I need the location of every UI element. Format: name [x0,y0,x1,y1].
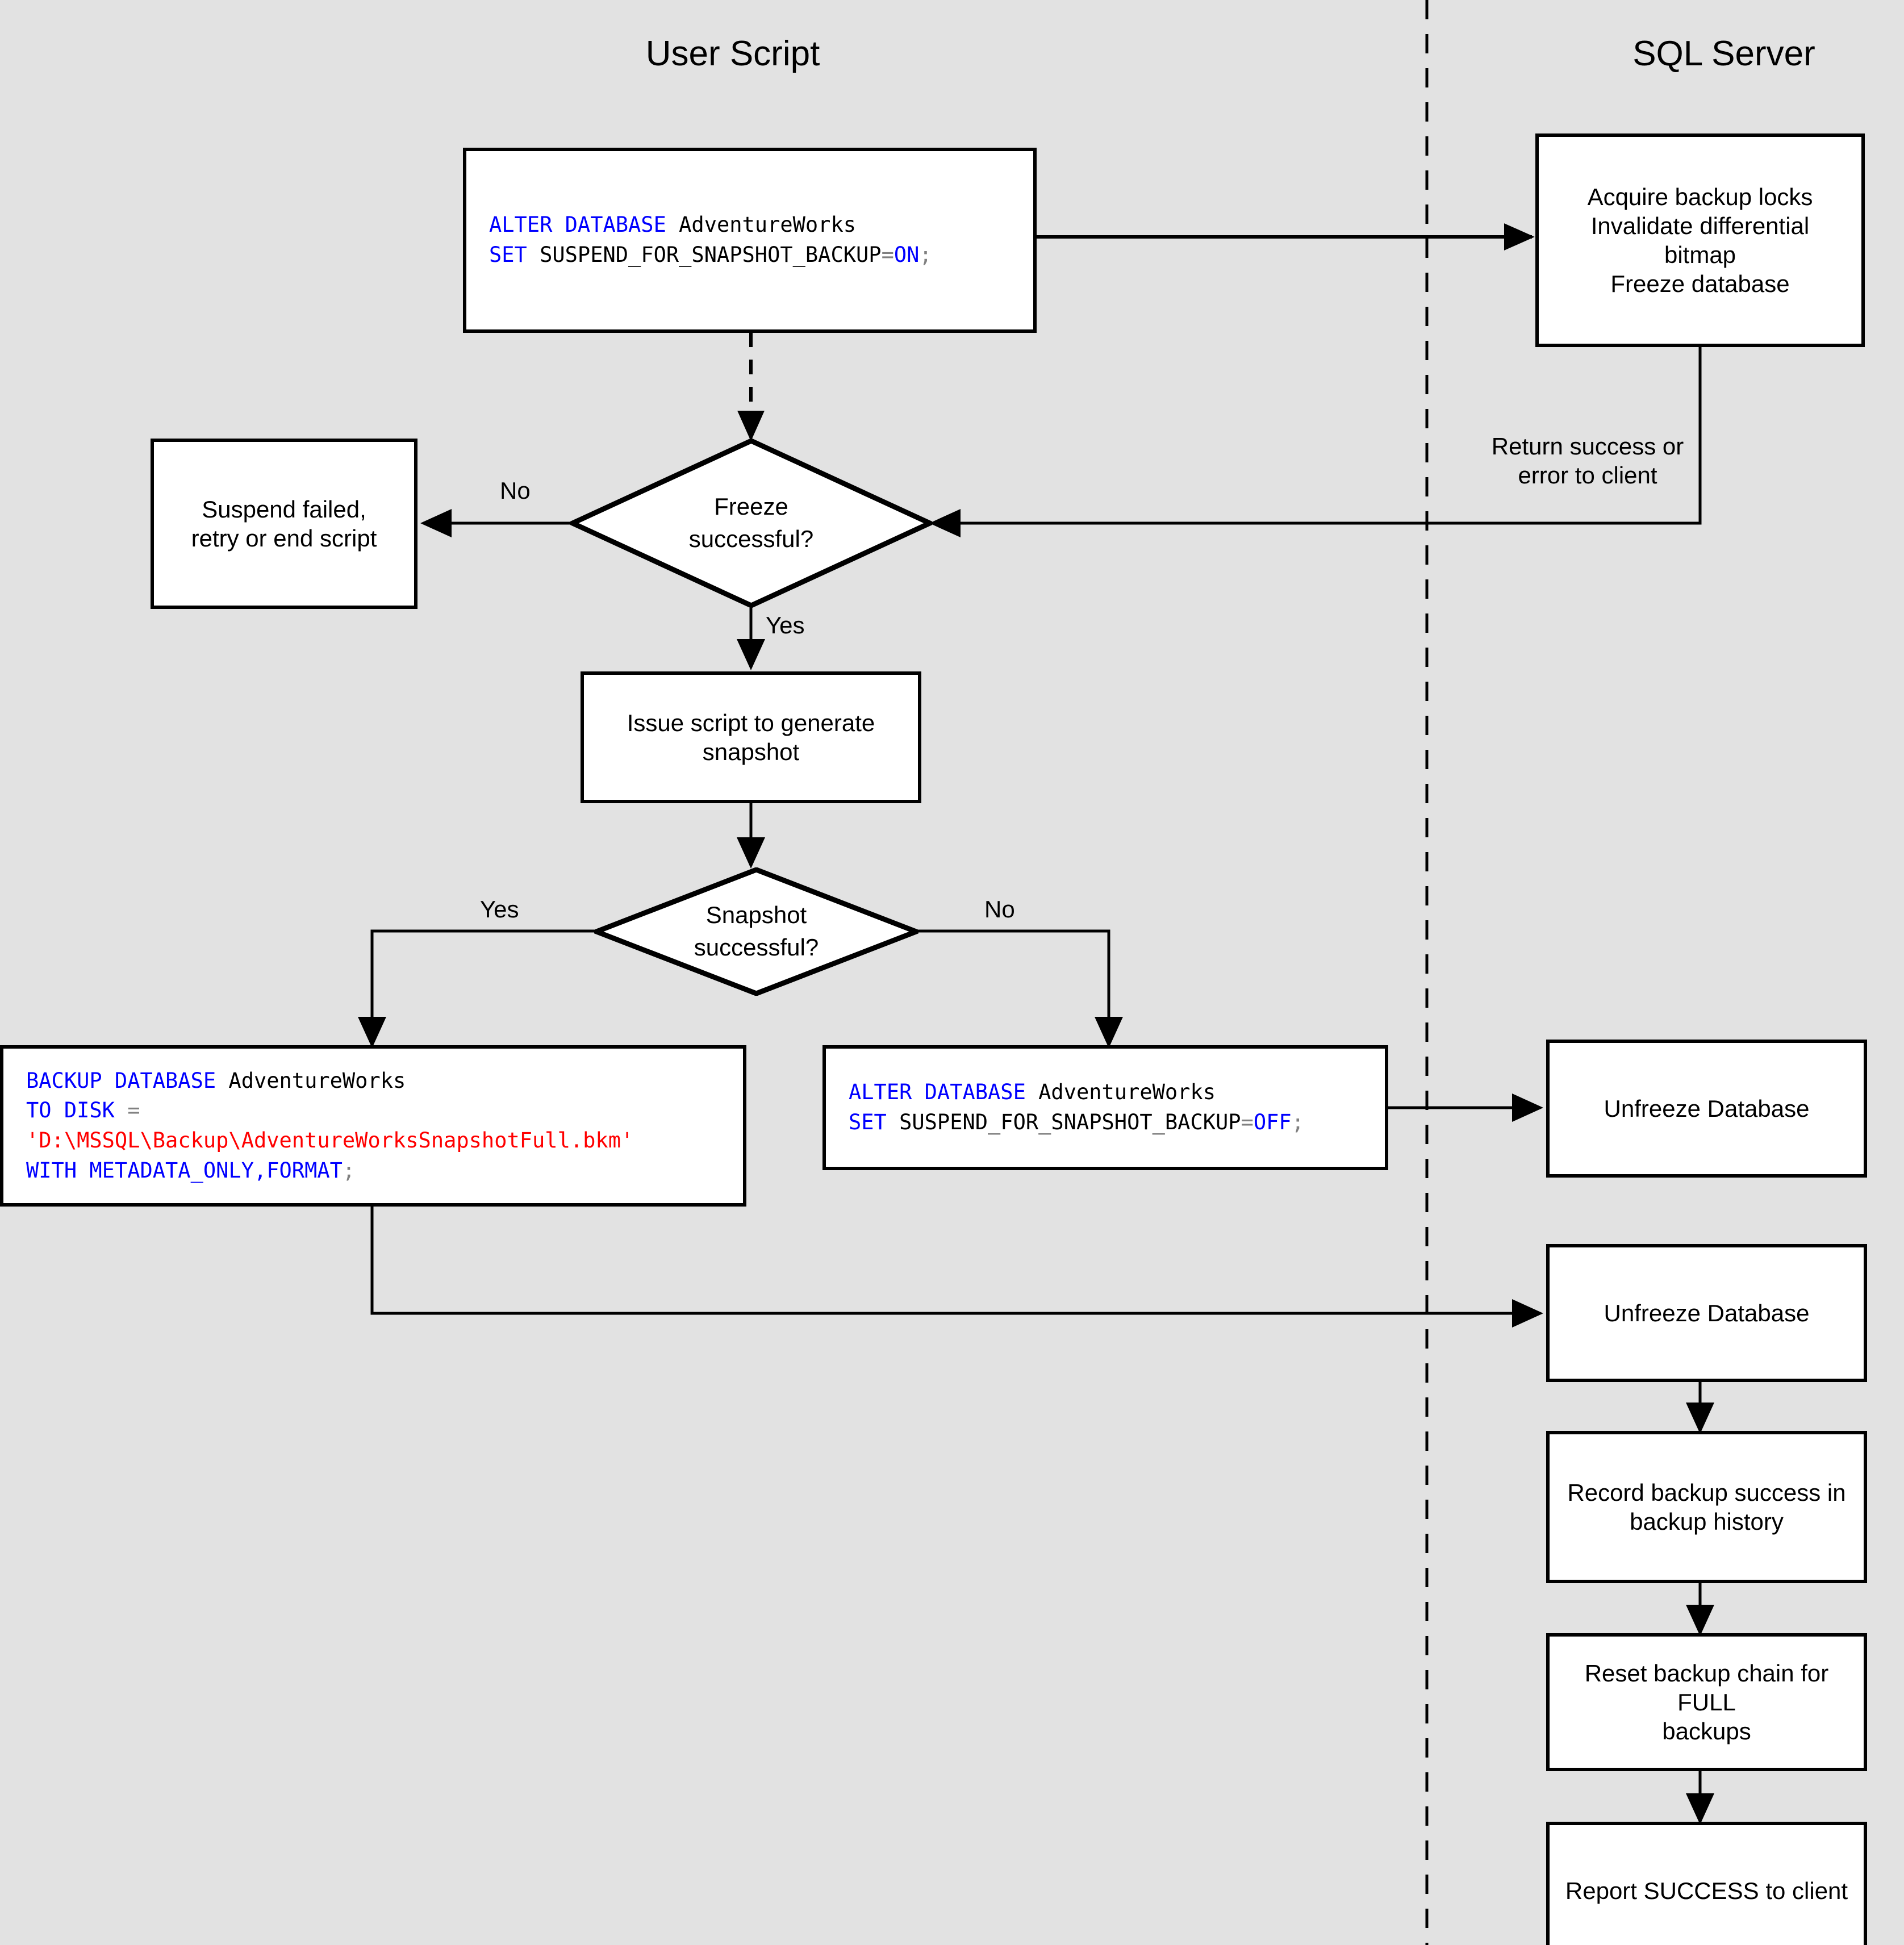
sql-identifier: AdventureWorks [679,212,857,237]
sql-punctuation: ; [1291,1110,1304,1134]
node-label: Acquire backup locks Invalidate differen… [1587,183,1813,298]
sql-punctuation: = [1241,1110,1254,1134]
node-backup-database[interactable]: BACKUP DATABASE AdventureWorks TO DISK =… [0,1045,746,1207]
node-acquire-backup-locks[interactable]: Acquire backup locks Invalidate differen… [1535,133,1865,347]
node-label: Freeze successful? [688,493,814,552]
node-suspend-failed[interactable]: Suspend failed, retry or end script [151,439,417,609]
edge-label-snapshot-yes: Yes [480,896,519,923]
sql-keyword: WITH METADATA_ONLY,FORMAT [26,1158,343,1183]
node-label: Snapshot successful? [694,901,819,961]
edge-backup-database-to-unfreeze-2 [370,1207,1543,1328]
lane-title-sql-server: SQL Server [1632,34,1815,73]
node-record-backup-success[interactable]: Record backup success in backup history [1546,1431,1867,1583]
node-label: Suspend failed, retry or end script [191,495,377,552]
node-label: Record backup success in backup history [1567,1479,1846,1535]
node-snapshot-successful[interactable]: Snapshot successful? [594,867,918,996]
edge-label-return-success: Return success or error to client [1491,433,1684,489]
node-label: Unfreeze Database [1604,1095,1810,1122]
node-freeze-successful[interactable]: Freeze successful? [570,439,932,608]
node-alter-database-off[interactable]: ALTER DATABASE AdventureWorks SET SUSPEN… [822,1045,1388,1170]
sql-keyword: SET [849,1110,900,1134]
edge-snapshot-no-to-alter-off [918,929,1123,1048]
sql-identifier: AdventureWorks [1038,1080,1216,1105]
sql-punctuation: = [127,1098,140,1123]
sql-keyword: TO DISK [26,1098,128,1123]
sql-keyword: ALTER DATABASE [849,1080,1039,1105]
edge-label-freeze-no: No [500,477,531,504]
sql-punctuation: ; [342,1158,356,1183]
node-alter-database-on[interactable]: ALTER DATABASE AdventureWorks SET SUSPEN… [463,148,1037,333]
node-label: Report SUCCESS to client [1565,1877,1848,1904]
sql-identifier: SUSPEND_FOR_SNAPSHOT_BACKUP [899,1110,1241,1134]
sql-keyword: ALTER DATABASE [489,212,679,237]
edge-snapshot-yes-to-backup-database [358,929,594,1048]
sql-keyword: SET [489,243,540,267]
sql-identifier: SUSPEND_FOR_SNAPSHOT_BACKUP [540,243,882,267]
node-label: Issue script to generate snapshot [627,709,875,765]
edge-label-freeze-yes: Yes [766,612,805,638]
node-report-success[interactable]: Report SUCCESS to client [1546,1822,1867,1945]
node-unfreeze-database-1[interactable]: Unfreeze Database [1546,1040,1867,1178]
sql-punctuation: ; [919,243,932,267]
sql-identifier: AdventureWorks [228,1068,406,1093]
node-reset-backup-chain[interactable]: Reset backup chain for FULL backups [1546,1633,1867,1771]
node-unfreeze-database-2[interactable]: Unfreeze Database [1546,1244,1867,1382]
sql-keyword: OFF [1253,1110,1292,1134]
sql-snippet-suspend-off: ALTER DATABASE AdventureWorks SET SUSPEN… [826,1078,1304,1137]
sql-snippet-suspend-on: ALTER DATABASE AdventureWorks SET SUSPEN… [466,210,932,270]
sql-keyword: BACKUP DATABASE [26,1068,229,1093]
node-label: Reset backup chain for FULL backups [1584,1659,1829,1745]
sql-snippet-backup-database: BACKUP DATABASE AdventureWorks TO DISK =… [3,1066,633,1186]
node-issue-script[interactable]: Issue script to generate snapshot [581,671,921,803]
edge-label-snapshot-no: No [984,896,1015,923]
node-label: Unfreeze Database [1604,1299,1810,1326]
sql-keyword: ON [893,243,920,267]
sql-punctuation: = [881,243,894,267]
lane-title-user-script: User Script [645,34,820,73]
sql-string-literal: 'D:\MSSQL\Backup\AdventureWorksSnapshotF… [26,1128,634,1153]
